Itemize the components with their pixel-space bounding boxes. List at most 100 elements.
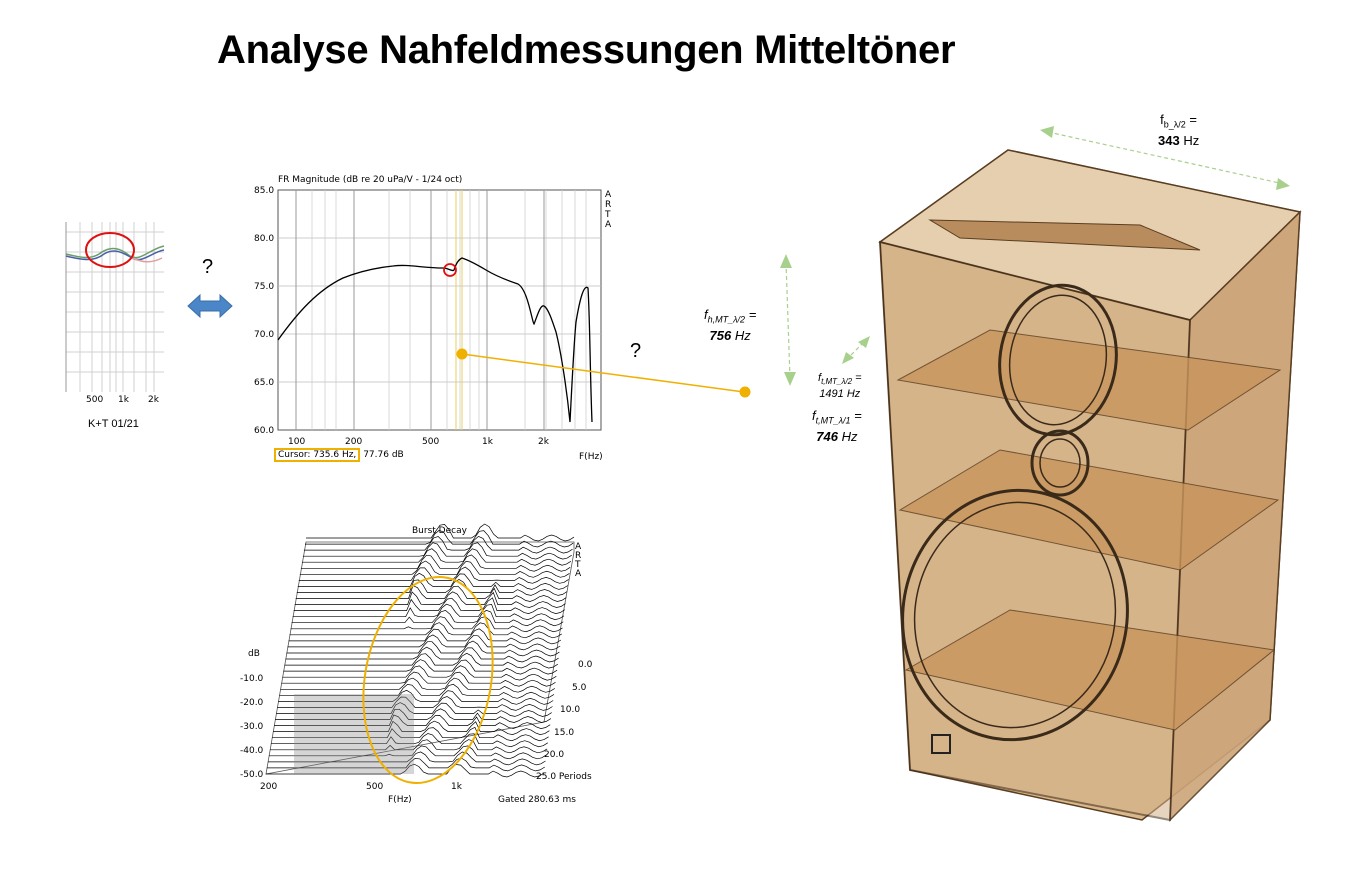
waterfall-trace xyxy=(299,560,570,578)
fr-chart-title: FR Magnitude (dB re 20 uPa/V - 1/24 oct) xyxy=(278,175,463,185)
waterfall-trace xyxy=(284,652,558,669)
waterfall-trace xyxy=(269,745,547,760)
waterfall-trace xyxy=(273,720,550,735)
waterfall-trace xyxy=(280,677,555,693)
waterfall-trace xyxy=(292,603,565,620)
burst-x-unit: F(Hz) xyxy=(388,795,412,805)
arta-brand: R xyxy=(605,200,611,210)
waterfall-trace xyxy=(286,640,560,657)
waterfall-trace xyxy=(272,726,549,742)
page-title: Analyse Nahfeldmessungen Mitteltöner xyxy=(217,28,956,72)
burst-x-tick: 500 xyxy=(366,782,383,792)
waterfall-trace xyxy=(295,585,567,602)
burst-y-tick: -30.0 xyxy=(240,722,264,732)
burst-period-tick: 25.0 Periods xyxy=(536,772,592,782)
waterfall-trace xyxy=(296,578,568,596)
cursor-label: Cursor: 735.6 Hz, xyxy=(274,448,361,462)
fr-curve xyxy=(277,257,593,423)
fr-x-tick: 1k xyxy=(482,437,494,447)
kt-caption: K+T 01/21 xyxy=(88,418,139,430)
waterfall-trace xyxy=(298,566,569,584)
waterfall-trace xyxy=(285,646,559,663)
arta-brand: R xyxy=(575,551,581,561)
burst-y-tick: -10.0 xyxy=(240,674,264,684)
fr-x-tick: 200 xyxy=(345,437,362,447)
question-mark: ? xyxy=(630,340,642,362)
waterfall-trace xyxy=(279,683,555,699)
burst-period-tick: 5.0 xyxy=(572,683,587,693)
burst-period-tick: 0.0 xyxy=(578,660,593,670)
fr-plot: 85.0 80.0 75.0 70.0 65.0 60.0 100 200 50… xyxy=(254,186,612,462)
waterfall-trace xyxy=(276,702,552,717)
waterfall-trace xyxy=(300,554,571,572)
waterfall-trace xyxy=(281,671,556,687)
waterfall-trace xyxy=(270,739,548,754)
fr-y-tick: 80.0 xyxy=(254,234,274,244)
fr-x-tick: 500 xyxy=(422,437,439,447)
waterfall-trace xyxy=(294,591,566,608)
arta-brand: A xyxy=(575,569,582,579)
waterfall-trace xyxy=(282,665,557,681)
waterfall-trace xyxy=(289,622,562,639)
arta-brand: A xyxy=(605,220,612,230)
fr-y-tick: 75.0 xyxy=(254,282,274,292)
waterfall-trace xyxy=(277,696,553,711)
burst-plot: dB -10.0 -20.0 -30.0 -40.0 -50.0 200 500… xyxy=(240,523,593,805)
waterfall-trace xyxy=(267,757,545,772)
fr-red-circle xyxy=(443,263,457,277)
waterfall-trace xyxy=(288,628,562,645)
fr-y-tick: 65.0 xyxy=(254,378,274,388)
fr-y-tick: 60.0 xyxy=(254,426,274,436)
annotation-ft-half: ft,MT_λ/2 = 1491 Hz xyxy=(818,372,862,401)
annotation-fh: fh,MT_λ/2 = 756 Hz xyxy=(704,307,757,343)
kt-red-circle xyxy=(85,232,135,268)
kt-x-tick: 1k xyxy=(118,395,129,405)
burst-x-tick: 200 xyxy=(260,782,277,792)
double-arrow-icon xyxy=(187,293,233,319)
burst-y-tick: -20.0 xyxy=(240,698,264,708)
kt-thumbnail-plot xyxy=(65,222,165,392)
annotation-ft-full: ft,MT_λ/1 = 746 Hz xyxy=(812,408,862,444)
fr-x-unit: F(Hz) xyxy=(579,452,603,462)
fr-y-tick: 85.0 xyxy=(254,186,274,196)
burst-period-tick: 10.0 xyxy=(560,705,580,715)
question-mark: ? xyxy=(202,256,214,278)
kt-thumbnail: 500 1k 2k xyxy=(62,222,166,405)
burst-period-tick: 15.0 xyxy=(554,728,574,738)
annotation-fb: fb_λ/2 = 343 Hz xyxy=(1158,112,1200,148)
waterfall-trace xyxy=(266,763,545,778)
arta-brand: A xyxy=(575,542,582,552)
waterfall-trace xyxy=(291,609,564,627)
fr-x-tick: 100 xyxy=(288,437,305,447)
arta-brand: T xyxy=(574,560,581,570)
waterfall-trace xyxy=(305,529,574,548)
cursor-value: 77.76 dB xyxy=(363,450,404,460)
arta-brand: A xyxy=(605,190,612,200)
burst-title: Burst Decay xyxy=(412,526,467,536)
waterfall-trace xyxy=(301,548,572,566)
waterfall-trace xyxy=(302,542,572,560)
kt-x-tick: 2k xyxy=(148,395,159,405)
waterfall-trace xyxy=(274,714,551,729)
arta-brand: T xyxy=(604,210,611,220)
waterfall-trace xyxy=(306,523,575,542)
burst-period-tick: 20.0 xyxy=(544,750,564,760)
burst-y-tick: -40.0 xyxy=(240,746,264,756)
waterfall-trace xyxy=(293,597,565,614)
fr-y-tick: 70.0 xyxy=(254,330,274,340)
waterfall-trace xyxy=(287,634,561,651)
cursor-readout: Cursor: 735.6 Hz, 77.76 dB xyxy=(274,448,404,462)
fr-x-tick: 2k xyxy=(538,437,550,447)
waterfall-trace xyxy=(278,689,554,705)
burst-gated: Gated 280.63 ms xyxy=(498,795,576,805)
waterfall-trace xyxy=(283,659,558,675)
waterfall-trace xyxy=(275,708,552,723)
waterfall-trace xyxy=(271,733,548,748)
burst-x-tick: 1k xyxy=(451,782,463,792)
burst-highlight-ellipse xyxy=(362,575,494,785)
speaker-cabinet-illustration xyxy=(878,149,1302,822)
burst-y-unit: dB xyxy=(248,649,260,659)
burst-decay-chart: Burst Decay dB -10.0 -20.0 -30.0 -40.0 -… xyxy=(238,522,598,812)
